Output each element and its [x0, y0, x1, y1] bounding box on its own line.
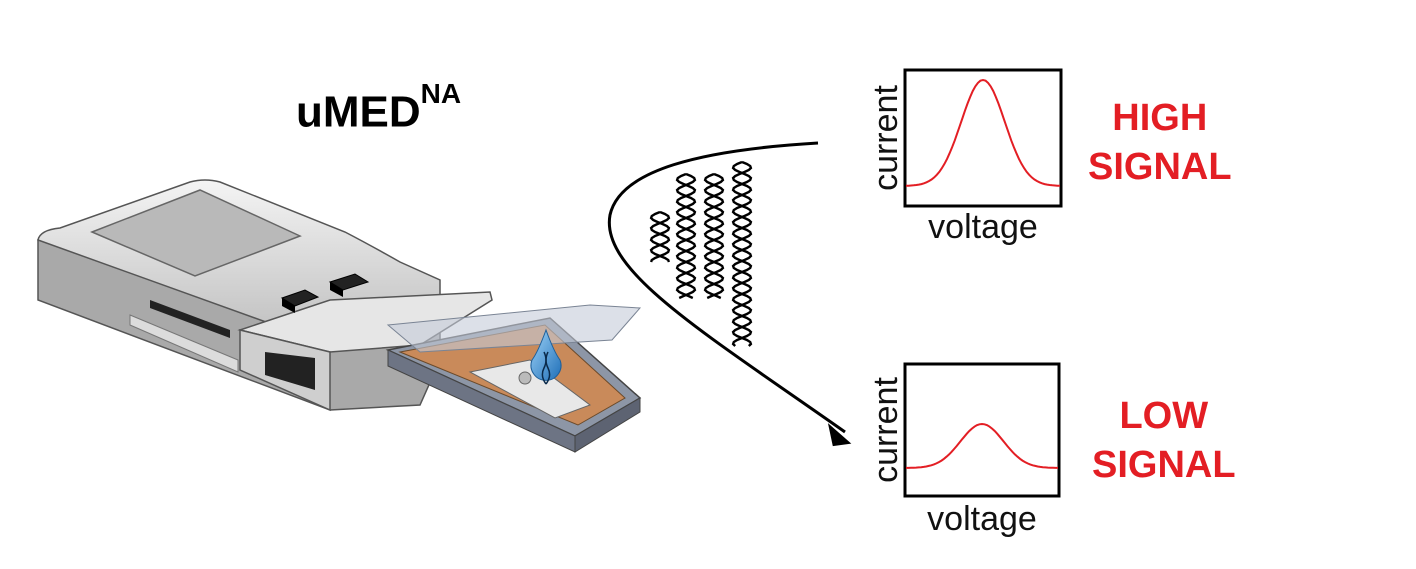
- signal-curve: [905, 78, 1061, 187]
- dna-strand-3-1: [731, 160, 753, 347]
- plot-frame: [903, 362, 1061, 498]
- y-axis-label: current: [867, 377, 905, 483]
- plot-frame: [903, 68, 1063, 208]
- dna-strand-2-0: [703, 172, 725, 300]
- test-cartridge: [385, 304, 642, 453]
- dna-strand-0-0: [649, 210, 671, 263]
- signal-line-2: SIGNAL: [1092, 444, 1236, 486]
- dna-strand-3-0: [731, 160, 753, 347]
- signal-line-1: LOW: [1119, 395, 1209, 437]
- dna-strands-icon: [649, 160, 753, 347]
- plot-high-signal: voltage current: [867, 68, 1063, 246]
- dna-strand-1-1: [675, 172, 697, 300]
- device-title-superscript: NA: [420, 78, 462, 109]
- signal-curve: [906, 422, 1058, 469]
- signal-line-2: SIGNAL: [1088, 146, 1232, 188]
- low-signal-label: LOW SIGNAL: [1092, 392, 1236, 490]
- signal-line-1: HIGH: [1112, 97, 1208, 139]
- plot-low-signal: voltage current: [867, 362, 1061, 538]
- x-axis-label: voltage: [928, 208, 1038, 246]
- high-signal-label: HIGH SIGNAL: [1088, 94, 1232, 192]
- flow-arrow: [607, 141, 846, 434]
- device-screen: [90, 189, 302, 277]
- y-axis-label: current: [867, 85, 905, 191]
- arrow-head-icon: [827, 423, 852, 447]
- dna-strand-0-1: [649, 210, 671, 263]
- x-axis-label: voltage: [927, 500, 1037, 538]
- device-title: uMEDNA: [296, 78, 462, 137]
- dna-strand-2-1: [703, 172, 725, 300]
- dna-strand-1-0: [675, 172, 697, 300]
